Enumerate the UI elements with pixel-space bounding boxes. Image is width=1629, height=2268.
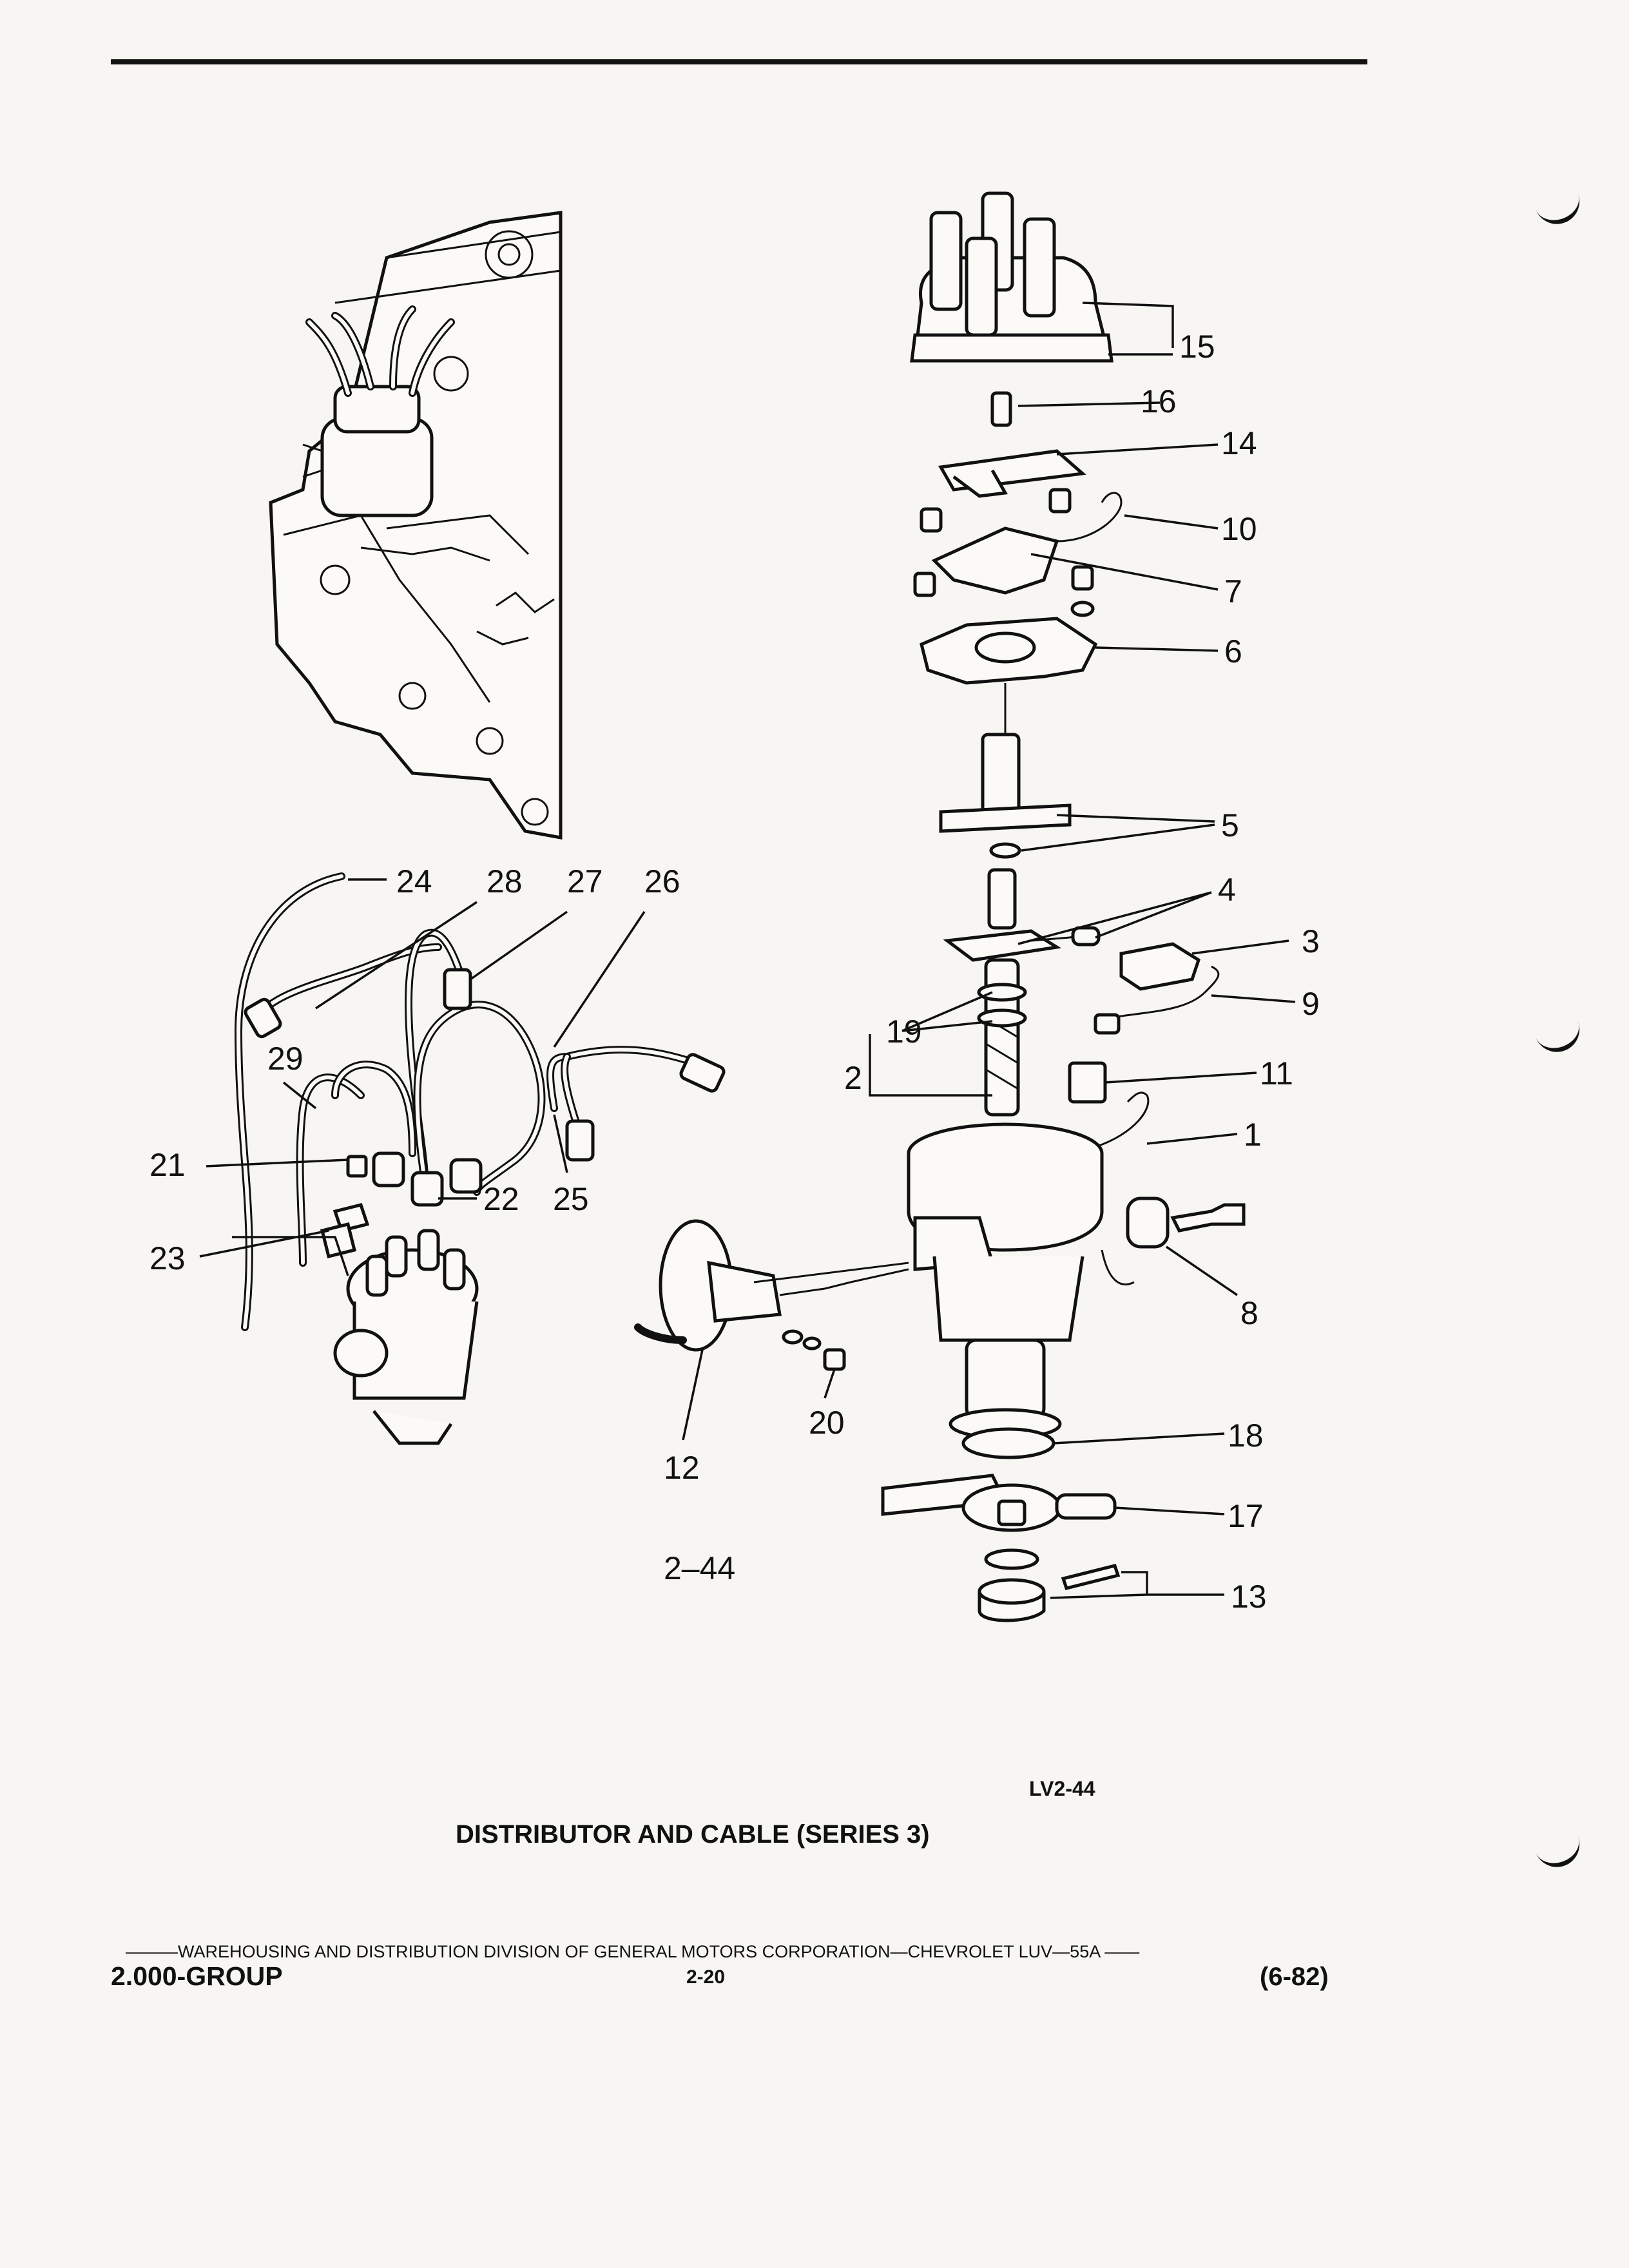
callout-22: 22 [483,1181,519,1217]
callout-7: 7 [1224,573,1242,610]
callout-10: 10 [1221,511,1257,547]
callout-25: 25 [553,1181,589,1217]
date-code: (6-82) [1260,1963,1329,1991]
page-number: 2-20 [686,1966,726,1988]
callout-12: 12 [664,1450,700,1486]
drawing-code: LV2-44 [1029,1777,1095,1800]
callout-14: 14 [1221,425,1257,461]
callout-5: 5 [1221,807,1239,843]
callout-27: 27 [567,863,603,899]
callout-23: 23 [149,1240,186,1276]
callout-28: 28 [487,863,523,899]
engine-block-illustration [269,211,563,840]
callout-15: 15 [1179,329,1215,365]
callout-24: 24 [396,863,432,899]
leader-lines [199,302,1296,1599]
callout-1: 1 [1244,1117,1262,1153]
ignition-cable-set-illustration [234,872,726,1445]
callout-26: 26 [644,863,680,899]
callout-8: 8 [1240,1295,1258,1331]
callout-21: 21 [149,1147,186,1183]
callout-3: 3 [1302,923,1320,959]
callout-29: 29 [267,1041,304,1077]
callout-18: 18 [1228,1418,1264,1454]
callout-19: 19 [886,1014,922,1050]
callout-4: 4 [1218,872,1236,908]
callout-13: 13 [1231,1579,1267,1615]
callout-9: 9 [1302,986,1320,1022]
group-label: 2.000-GROUP [111,1961,283,1991]
figure-number: 2–44 [664,1550,736,1586]
top-rule [111,59,1367,64]
callout-11: 11 [1260,1055,1293,1091]
callout-20: 20 [809,1405,845,1441]
diagram-caption: DISTRIBUTOR AND CABLE (SERIES 3) [456,1820,930,1849]
callout-16: 16 [1141,383,1177,419]
distributor-exploded-stack [634,191,1246,1622]
callout-labels: 1 2 3 4 5 6 7 8 9 10 11 12 13 14 15 16 1… [149,329,1320,1615]
callout-17: 17 [1228,1498,1264,1534]
division-line: ———WAREHOUSING AND DISTRIBUTION DIVISION… [126,1942,1140,1961]
callout-6: 6 [1224,633,1242,669]
callout-2: 2 [844,1060,862,1096]
